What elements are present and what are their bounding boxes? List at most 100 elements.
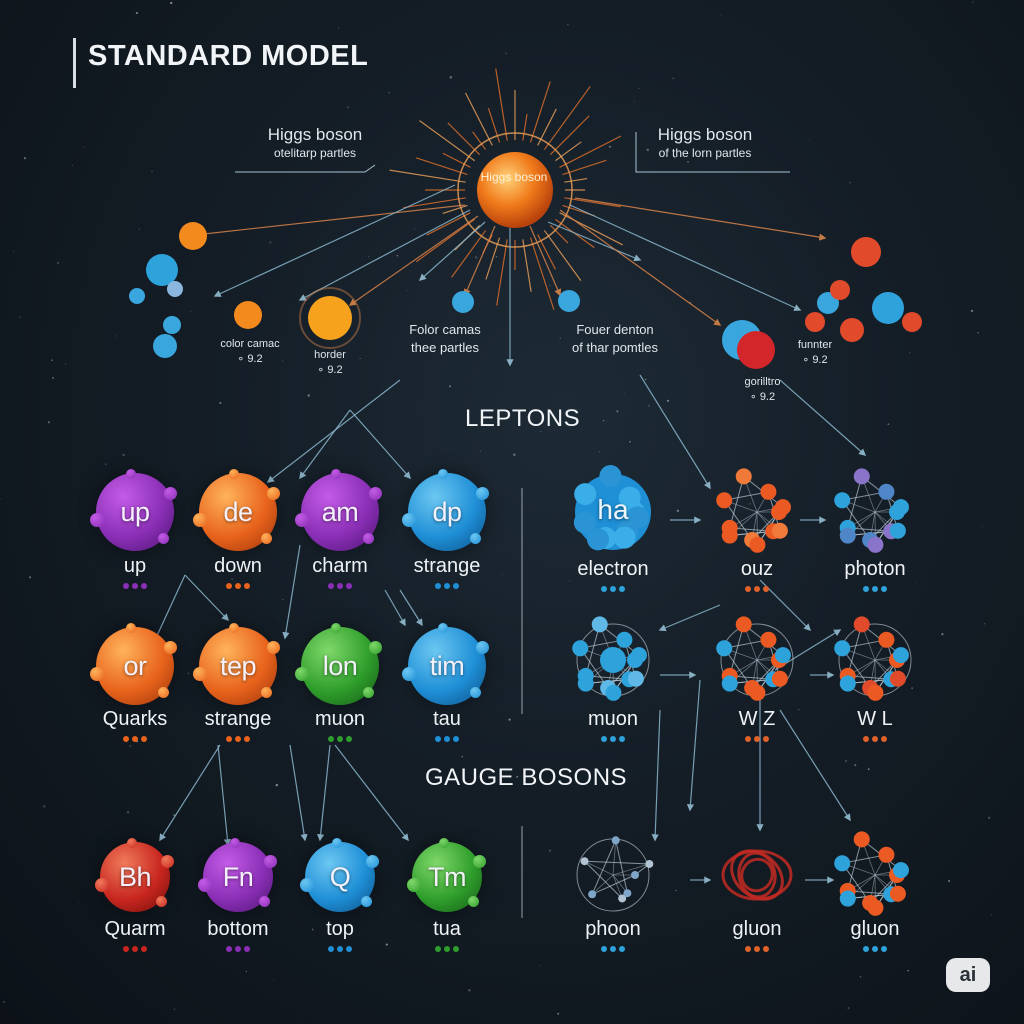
note-funnter-l2: ∘ 9.2 bbox=[802, 353, 828, 366]
particle-sphere-muon: lon bbox=[295, 623, 382, 705]
sphere-bump bbox=[331, 623, 341, 633]
connection-arrow bbox=[213, 184, 456, 297]
network-node bbox=[599, 464, 622, 487]
dot bbox=[244, 736, 250, 742]
note-horder: horder ∘ 9.2 bbox=[290, 348, 370, 378]
connection-arrow bbox=[651, 709, 661, 842]
star bbox=[129, 744, 132, 748]
star bbox=[516, 775, 519, 778]
star bbox=[2, 1000, 5, 1003]
network-node bbox=[771, 522, 788, 539]
network-edge bbox=[591, 874, 636, 895]
higgs-ray bbox=[495, 68, 508, 141]
higgs-ray bbox=[389, 169, 466, 183]
higgs-ray bbox=[549, 115, 590, 156]
connection-arrow bbox=[574, 197, 827, 241]
network-node bbox=[587, 528, 610, 551]
connection-arrow bbox=[658, 604, 721, 632]
higgs-note-left-sub: otelitarp partles bbox=[273, 146, 357, 161]
network-node bbox=[577, 675, 594, 692]
sphere-bump bbox=[467, 895, 479, 907]
star bbox=[352, 719, 355, 722]
star bbox=[911, 687, 913, 689]
star bbox=[733, 653, 735, 656]
particle-dots bbox=[328, 736, 352, 742]
particle-symbol: tim bbox=[429, 650, 465, 681]
sphere-bump bbox=[360, 895, 372, 907]
boson-label: gluon bbox=[732, 918, 782, 940]
sphere-bump bbox=[94, 877, 109, 892]
dot bbox=[863, 946, 869, 952]
dot bbox=[601, 736, 607, 742]
note-color-camac: color camac ∘ 9.2 bbox=[205, 337, 295, 367]
network-node bbox=[853, 616, 870, 633]
dot bbox=[881, 736, 887, 742]
sphere-bump bbox=[126, 623, 136, 633]
star bbox=[489, 424, 490, 426]
connection-arrow bbox=[317, 744, 331, 842]
higgs-ray bbox=[543, 86, 591, 150]
network-node bbox=[627, 670, 644, 687]
star bbox=[465, 565, 469, 568]
network-edge bbox=[612, 840, 617, 876]
network-edge bbox=[612, 863, 650, 876]
network-node bbox=[771, 670, 788, 687]
network-node bbox=[574, 483, 597, 506]
higgs-ray bbox=[522, 239, 532, 292]
boson-label: ouz bbox=[740, 558, 774, 580]
higgs-ray bbox=[564, 197, 621, 208]
sphere-bump bbox=[193, 667, 207, 681]
note-horder-l1: horder bbox=[314, 349, 346, 361]
star bbox=[413, 227, 416, 230]
dot bbox=[346, 946, 352, 952]
particle-sphere-charm: am bbox=[295, 469, 382, 551]
network-edge bbox=[615, 840, 628, 894]
star bbox=[673, 156, 676, 159]
dot bbox=[123, 736, 129, 742]
sphere-bump bbox=[261, 687, 272, 698]
particle-dots bbox=[435, 583, 459, 589]
star bbox=[990, 914, 993, 916]
network-node bbox=[774, 499, 791, 516]
particle-symbol: Q bbox=[329, 861, 351, 892]
particle-sphere-tua: Tm bbox=[406, 838, 487, 912]
network-edge bbox=[584, 860, 650, 865]
star bbox=[307, 394, 310, 397]
higgs-note-right-title: Higgs boson bbox=[657, 125, 753, 144]
star bbox=[172, 37, 174, 39]
boson-label: W L bbox=[857, 708, 893, 730]
mini-particle bbox=[737, 331, 775, 369]
particle-symbol: dp bbox=[432, 496, 462, 527]
note-horder-l2: ∘ 9.2 bbox=[317, 363, 343, 376]
sphere-bump bbox=[229, 838, 240, 849]
star bbox=[624, 393, 626, 394]
network-node bbox=[892, 499, 909, 516]
dot bbox=[235, 583, 241, 589]
dot bbox=[337, 736, 343, 742]
network-node bbox=[735, 616, 752, 633]
higgs-note-right: Higgs boson of the lorn partles bbox=[640, 124, 770, 162]
higgs-ray bbox=[559, 212, 624, 246]
mini-particle bbox=[163, 316, 181, 334]
star bbox=[479, 450, 482, 453]
dot bbox=[328, 583, 334, 589]
dot bbox=[754, 586, 760, 592]
star bbox=[438, 716, 441, 719]
star bbox=[204, 539, 206, 542]
higgs-ray bbox=[487, 108, 501, 143]
particle-symbol: lon bbox=[322, 650, 358, 681]
network-node bbox=[749, 536, 766, 553]
particle-sphere-tau: tim bbox=[402, 623, 489, 705]
dot bbox=[872, 586, 878, 592]
star bbox=[385, 943, 388, 946]
particle-dots bbox=[328, 583, 352, 589]
star bbox=[71, 164, 73, 166]
star bbox=[13, 250, 15, 252]
note-funnter-l1: funnter bbox=[797, 339, 833, 351]
dot bbox=[435, 946, 441, 952]
sphere-bump bbox=[267, 487, 280, 500]
note-gorilltro: gorilltro ∘ 9.2 bbox=[725, 375, 800, 405]
star bbox=[687, 160, 689, 163]
gluon-swirl bbox=[740, 857, 774, 893]
